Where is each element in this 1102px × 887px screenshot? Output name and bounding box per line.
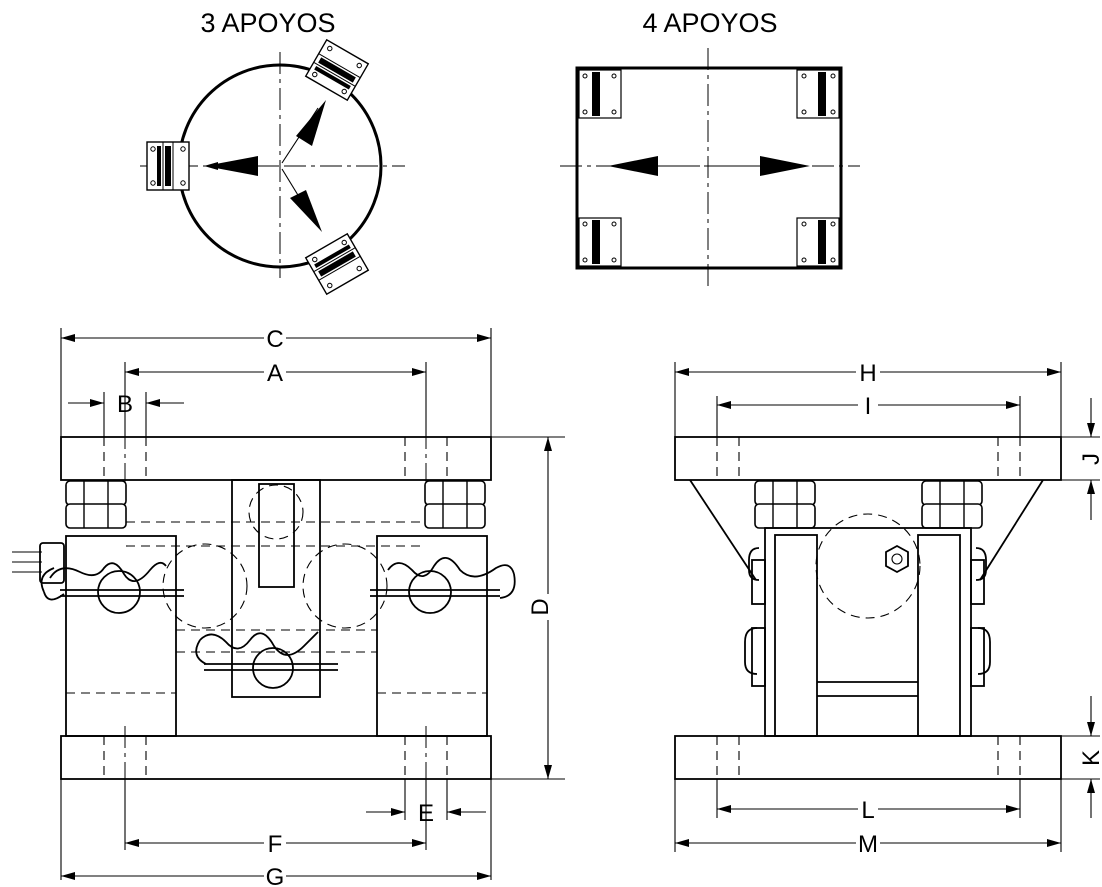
title-3-apoyos: 3 APOYOS <box>200 8 335 38</box>
three-support-top-view <box>140 39 405 295</box>
dim-label-i: I <box>865 393 872 420</box>
title-4-apoyos: 4 APOYOS <box>642 8 777 38</box>
dim-label-j: J <box>1078 453 1102 465</box>
arrowhead-up-right <box>296 100 326 146</box>
dim-label-a: A <box>267 360 283 387</box>
roller-hidden <box>815 513 921 619</box>
mount-left <box>146 141 190 191</box>
nut-right-lower <box>424 503 486 529</box>
dim-label-e: E <box>418 800 434 827</box>
bottom-plate <box>674 735 1062 780</box>
mount-bottom-right <box>796 217 840 267</box>
hex-bolt <box>885 544 909 574</box>
arrowhead-left <box>205 156 258 176</box>
dim-label-k: K <box>1078 750 1102 766</box>
side-elevation-view <box>674 436 1062 780</box>
four-support-top-view <box>560 48 860 286</box>
top-plate <box>674 436 1062 481</box>
mount-bottom-right <box>305 233 369 295</box>
arrowhead-right <box>760 156 810 176</box>
arrowhead-down-right <box>290 190 322 232</box>
side-block-right <box>376 535 488 737</box>
mount-top-left <box>578 69 622 119</box>
upright-left <box>774 534 818 737</box>
dim-label-g: G <box>266 864 285 887</box>
retaining-pin-center <box>195 631 338 689</box>
center-column <box>231 479 321 698</box>
mount-bottom-left <box>578 217 622 267</box>
bottom-plate <box>60 735 492 780</box>
retaining-pin-right <box>370 557 516 614</box>
front-view-dimensions: C A B D E F G <box>60 326 565 887</box>
dim-label-l: L <box>861 797 874 824</box>
side-view-dimensions: H I J K L M <box>674 360 1102 858</box>
mount-top-right <box>796 69 840 119</box>
nut-left-upper <box>65 480 127 506</box>
frame-outline <box>575 66 843 270</box>
upright-right <box>917 534 961 737</box>
mount-top-right <box>305 39 369 101</box>
arrowhead-left <box>608 156 658 176</box>
nut-left-lower <box>65 503 127 529</box>
side-block-left <box>65 535 177 737</box>
nut-right-upper <box>424 480 486 506</box>
dim-label-m: M <box>858 831 878 858</box>
dim-label-b: B <box>117 391 133 418</box>
dim-label-c: C <box>266 326 283 353</box>
dim-label-d: D <box>527 598 554 615</box>
front-elevation-view <box>12 427 516 789</box>
dim-label-h: H <box>859 360 876 387</box>
dim-label-f: F <box>268 831 283 858</box>
retaining-pin-left <box>40 561 184 614</box>
center-slot <box>258 483 295 588</box>
